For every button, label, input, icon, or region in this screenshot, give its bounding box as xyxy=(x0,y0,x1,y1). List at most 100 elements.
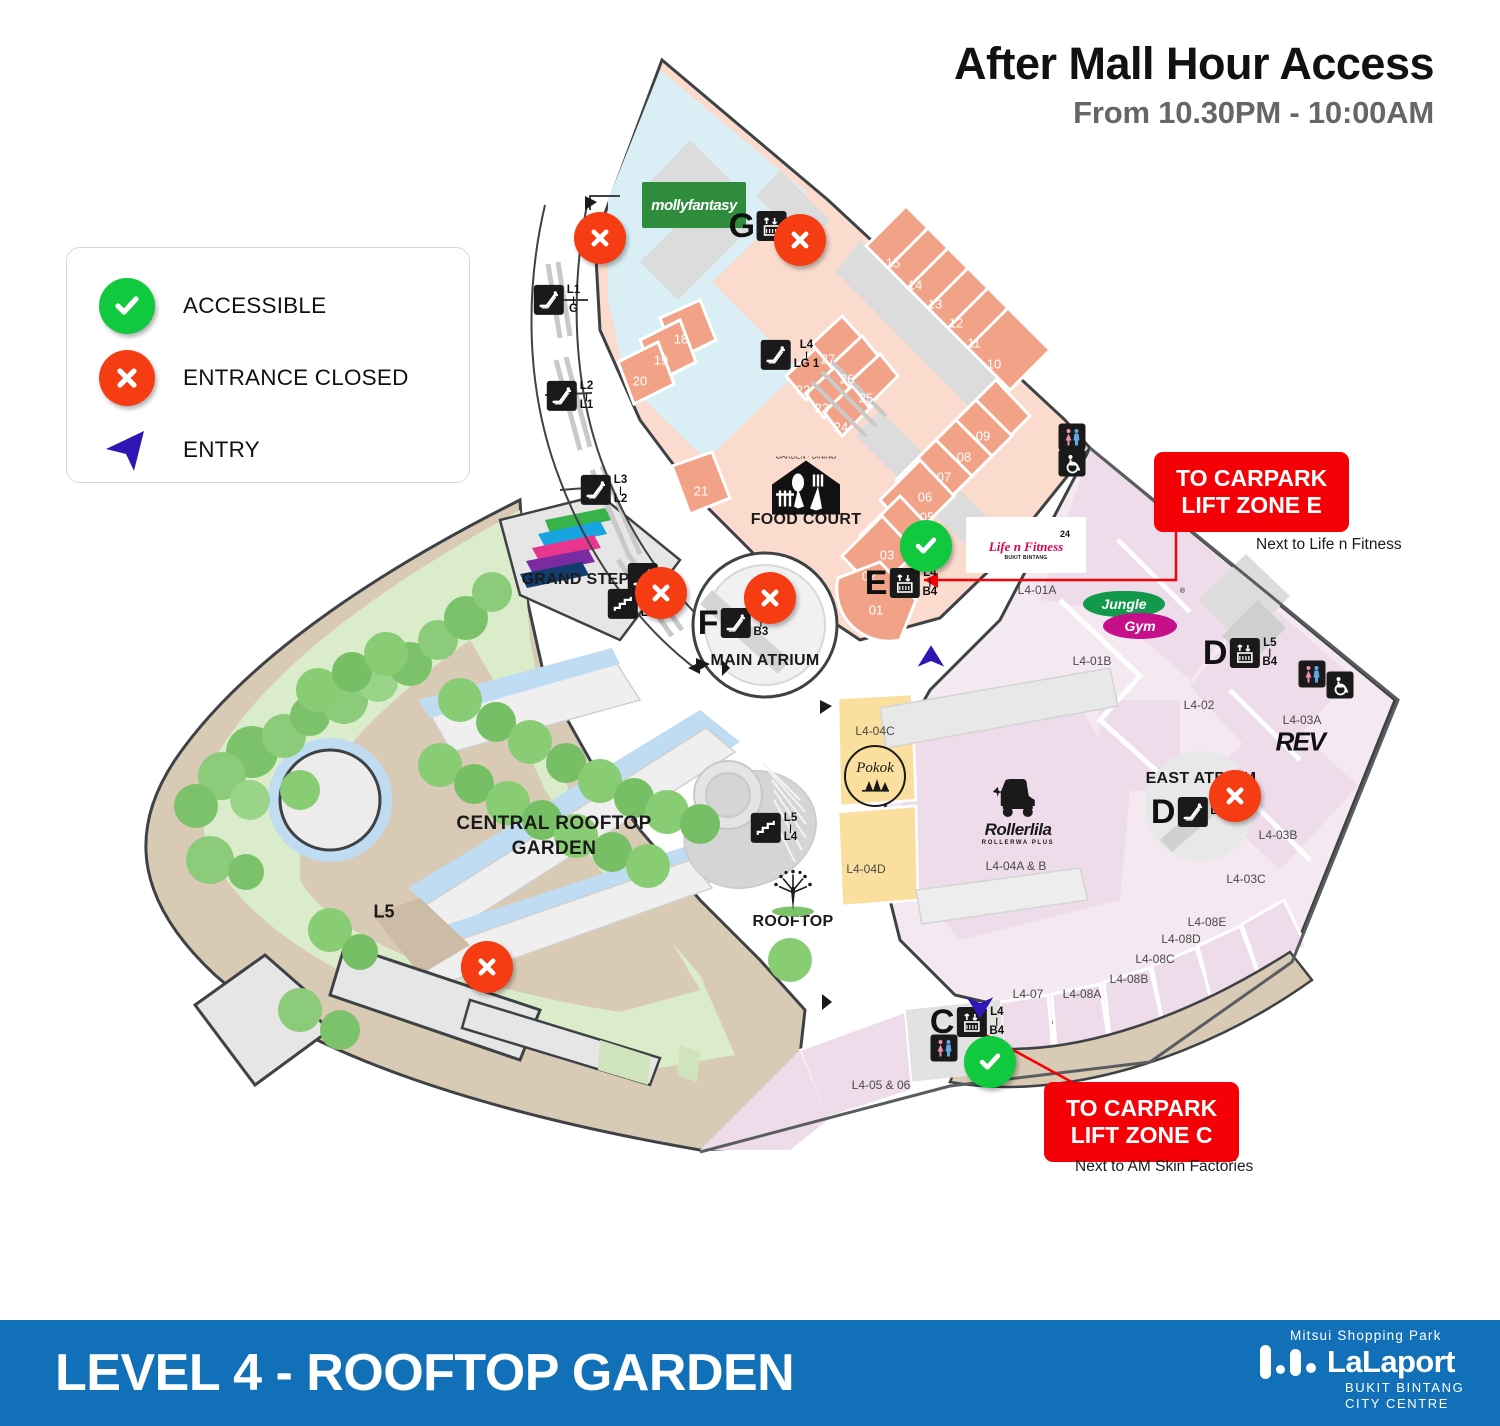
footer-level-title: LEVEL 4 - ROOFTOP GARDEN xyxy=(55,1344,795,1402)
shop-number: 19 xyxy=(653,352,669,368)
tenant-name: Rollerlila xyxy=(984,820,1052,839)
map-label: L4-08E xyxy=(1187,915,1227,929)
map-label: L4-01A xyxy=(1017,583,1057,597)
shop-number: 20 xyxy=(632,373,648,389)
tenant-name: Pokok xyxy=(856,759,894,776)
legend-panel: ACCESSIBLE ENTRANCE CLOSED ENTRY xyxy=(66,247,470,483)
restroom-icon xyxy=(1058,423,1086,451)
entry-triangle-icon xyxy=(99,422,155,478)
entrance-closed-marker xyxy=(461,941,513,993)
page-title: After Mall Hour Access xyxy=(954,38,1434,89)
map-label: L4-08A xyxy=(1062,987,1102,1001)
brand-location-line1: BUKIT BINTANG xyxy=(1345,1380,1465,1395)
roller-skate-icon xyxy=(993,779,1035,817)
shop-number: 03 xyxy=(879,547,895,563)
escalator-icon xyxy=(533,285,564,315)
wheelchair-icon xyxy=(1326,671,1354,699)
restroom-icon xyxy=(930,1034,958,1062)
shop-number: 22 xyxy=(795,382,811,398)
callout-line2: LIFT ZONE C xyxy=(1070,1122,1213,1149)
entry-triangle-icon xyxy=(963,984,997,1023)
header: After Mall Hour Access From 10.30PM - 10… xyxy=(734,40,1434,131)
page-subtitle: From 10.30PM - 10:00AM xyxy=(1073,95,1434,131)
map-label: L4-07 xyxy=(1012,987,1044,1001)
callout-note-e: Next to Life n Fitness xyxy=(1256,536,1402,553)
tenant-logo-rollerlila: Rollerlila ROLLERWA PLUS xyxy=(982,776,1054,846)
map-label: ROOFTOP xyxy=(752,913,834,930)
shop-number: 06 xyxy=(917,489,933,505)
map-label: FOOD COURT xyxy=(750,511,862,528)
zone-marker-f-escalator[interactable]: FL4|B3 xyxy=(698,606,768,640)
escalator-icon xyxy=(1177,797,1208,827)
tenant-name: REV xyxy=(1275,726,1326,757)
restroom-icon xyxy=(1298,660,1326,688)
map-label: GRAND STEPS xyxy=(521,571,641,588)
zone-code: D xyxy=(1202,634,1228,672)
cross-circle-icon xyxy=(461,941,513,993)
level-range: L4|LG 1 xyxy=(793,338,820,370)
accessible-marker xyxy=(900,520,952,572)
escalator-marker-L1-G[interactable]: L1|G xyxy=(533,284,580,315)
tenant-logo-jungle-gym: Jungle Gym ® Jungle Gym xyxy=(1083,588,1185,643)
cross-circle-icon xyxy=(774,214,826,266)
lift-icon xyxy=(1229,638,1260,668)
tenant-logo-rev: REV xyxy=(1275,726,1326,758)
shop-number: 13 xyxy=(927,296,943,312)
shop-number: 24 xyxy=(833,419,849,435)
shop-number: 09 xyxy=(975,428,991,444)
shop-number: 10 xyxy=(986,356,1002,372)
escalator-marker-L2-L1[interactable]: L2|L1 xyxy=(546,380,593,411)
tenant-name: mollyfantasy xyxy=(651,196,737,214)
zone-code: F xyxy=(697,604,719,642)
level-range: L4|B4 xyxy=(922,566,938,598)
direction-arrows xyxy=(585,196,832,1010)
check-circle-icon xyxy=(964,1036,1016,1088)
escalator-icon xyxy=(760,340,791,370)
shop-number: 12 xyxy=(948,315,964,331)
shop-number: 26 xyxy=(839,371,855,387)
wheelchair-icon xyxy=(1058,449,1086,477)
callout-line1: TO CARPARK xyxy=(1066,1095,1218,1121)
brand-tagline: Mitsui Shopping Park xyxy=(1290,1328,1442,1343)
rooftop-tree-icon xyxy=(765,865,821,922)
map-label: L4-08D xyxy=(1161,932,1201,946)
legend-label-entrance-closed: ENTRANCE CLOSED xyxy=(183,365,409,390)
escalator-marker-L3-L2[interactable]: L3|L2 xyxy=(580,474,627,505)
check-circle-icon xyxy=(99,278,155,334)
callout-carpark-lift-zone-e[interactable]: TO CARPARK LIFT ZONE E xyxy=(1154,452,1350,533)
entry-triangle-icon xyxy=(914,642,948,681)
shop-number: 14 xyxy=(907,277,923,293)
escalator-marker-L4-LG1[interactable]: L4|LG 1 xyxy=(760,338,820,370)
shop-number: 15 xyxy=(885,255,901,271)
map-label: GARDEN xyxy=(511,838,597,859)
entry-marker xyxy=(914,642,948,681)
shop-number: 02 xyxy=(861,568,877,584)
brand-location-line2: CITY CENTRE xyxy=(1345,1396,1450,1412)
map-label: L4-03A xyxy=(1282,713,1322,727)
brand-name: LaLaport xyxy=(1327,1344,1455,1379)
map-label: L4-04A & B xyxy=(985,859,1047,873)
zone-code: E xyxy=(864,564,888,602)
shop-number: 27 xyxy=(820,351,836,367)
cross-circle-icon xyxy=(574,212,626,264)
shop-number: 18 xyxy=(673,331,689,347)
zone-code: D xyxy=(1150,793,1176,831)
entrance-closed-marker xyxy=(744,572,796,624)
map-label: L4-02 xyxy=(1183,698,1215,712)
level-range: L4|B4 xyxy=(989,1005,1005,1037)
cross-circle-icon xyxy=(744,572,796,624)
callout-line1: TO CARPARK xyxy=(1176,465,1328,491)
lalaport-dotmark-icon xyxy=(1260,1345,1321,1379)
callout-carpark-lift-zone-c[interactable]: TO CARPARK LIFT ZONE C xyxy=(1044,1082,1240,1163)
tree-row-central xyxy=(280,632,812,982)
shop-number: 25 xyxy=(858,390,874,406)
escalator-marker-L5-L4[interactable]: L5|L4 xyxy=(750,812,797,843)
legend-item-entrance-closed: ENTRANCE CLOSED xyxy=(67,342,469,414)
zone-marker-e-lift[interactable]: E L4|B4 xyxy=(865,566,937,600)
entrance-closed-marker xyxy=(774,214,826,266)
shop-number: 21 xyxy=(693,483,709,499)
entrance-closed-marker xyxy=(1209,770,1261,822)
